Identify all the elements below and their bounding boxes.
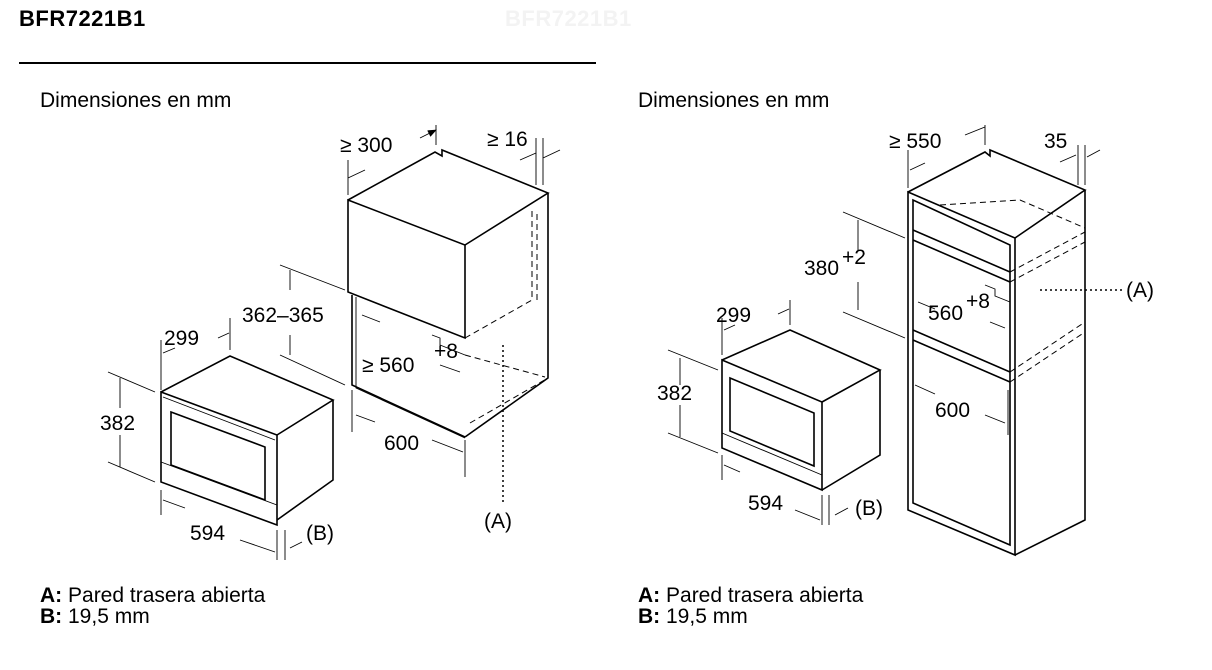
dim-niche-depth: 600: [935, 399, 970, 422]
legend-text-b: 19,5 mm: [660, 605, 748, 628]
watermark: BFR7221B1: [505, 6, 632, 31]
right-dimension-lines: [667, 125, 1101, 525]
right-legend: A: Pared trasera abierta B: 19,5 mm: [638, 585, 863, 627]
legend-text-a: Pared trasera abierta: [660, 584, 864, 607]
label-a: (A): [1126, 279, 1154, 302]
dim-niche-height-tol: +2: [842, 246, 866, 269]
dim-niche-height: 362–365: [242, 304, 324, 327]
dim-cab-depth: ≥ 550: [889, 130, 941, 153]
dim-niche-width: 560: [928, 302, 963, 325]
dim-niche-width-tol: +8: [434, 340, 458, 363]
left-legend: A: Pared trasera abierta B: 19,5 mm: [40, 585, 265, 627]
right-cabinet-drawing: [907, 148, 1122, 557]
legend-text-b: 19,5 mm: [62, 605, 150, 628]
dim-app-height: 382: [657, 382, 692, 405]
legend-key-b: B:: [40, 605, 63, 628]
model-number: BFR7221B1: [19, 6, 146, 31]
dim-app-width: 594: [748, 492, 783, 515]
dim-app-depth: 299: [164, 327, 199, 350]
legend-text-a: Pared trasera abierta: [62, 584, 266, 607]
label-b: (B): [855, 497, 883, 520]
dim-app-height: 382: [100, 412, 135, 435]
dim-panel: 35: [1044, 130, 1067, 153]
dim-niche-width-tol: +8: [966, 290, 990, 313]
legend-key-b: B:: [638, 605, 661, 628]
dim-niche-width: ≥ 560: [362, 354, 414, 377]
left-cabinet-drawing: [347, 148, 550, 505]
left-heading: Dimensiones en mm: [40, 89, 232, 112]
right-heading: Dimensiones en mm: [638, 89, 830, 112]
dim-niche-depth: 600: [384, 432, 419, 455]
legend-key-a: A:: [638, 584, 661, 607]
right-dimension-labels: ≥ 550 35 380 +2 560 +8 600 (A) 299 382 5…: [657, 130, 1154, 520]
dim-app-depth: 299: [716, 304, 751, 327]
dim-panel: ≥ 16: [487, 128, 528, 151]
left-dimension-lines: [107, 125, 561, 560]
legend-key-a: A:: [40, 584, 63, 607]
dim-niche-height: 380: [804, 257, 839, 280]
divider: [19, 62, 596, 64]
dim-app-width: 594: [190, 522, 225, 545]
label-a: (A): [484, 510, 512, 533]
left-dimension-labels: ≥ 300 ≥ 16 362–365 ≥ 560 +8 600 299 382 …: [100, 128, 528, 545]
left-appliance-drawing: [160, 355, 335, 527]
right-appliance-drawing: [721, 329, 882, 492]
dim-cab-depth: ≥ 300: [340, 134, 392, 157]
label-b: (B): [306, 522, 334, 545]
